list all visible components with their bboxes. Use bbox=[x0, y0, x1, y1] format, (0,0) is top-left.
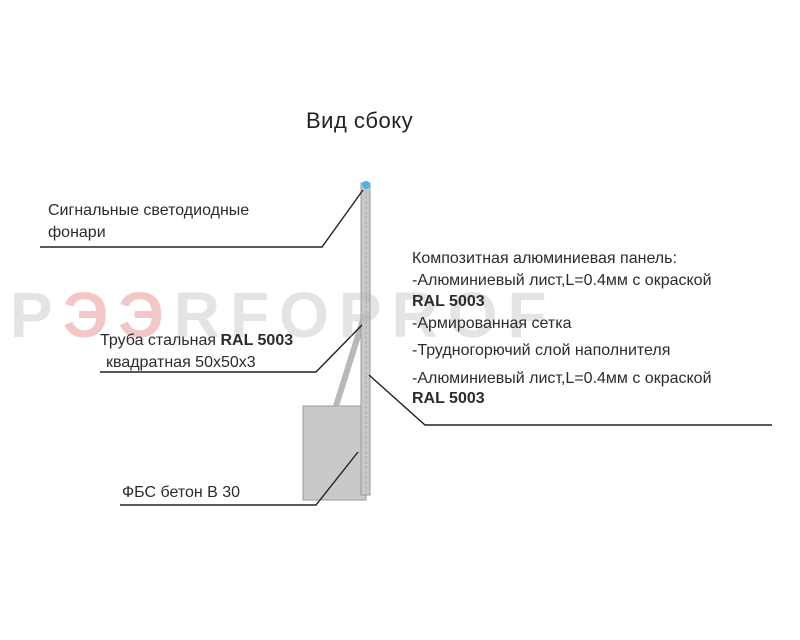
led-label-line1: Сигнальные светодиодные bbox=[48, 202, 250, 219]
led-lamp-icon bbox=[362, 181, 370, 189]
panel-item-1: -Алюминиевый лист,L=0.4мм с окраской bbox=[412, 272, 712, 289]
panel-leader-line bbox=[368, 374, 772, 426]
pipe-leader-line bbox=[100, 324, 363, 373]
led-label-line2: фонари bbox=[48, 224, 106, 241]
panel-item-4: -Алюминиевый лист,L=0.4мм с окраской bbox=[412, 370, 712, 387]
panel-item-3: -Трудногорючий слой наполнителя bbox=[412, 342, 671, 359]
diagram-title: Вид сбоку bbox=[306, 108, 414, 133]
pipe-label-line1: Труба стальная RAL 5003 bbox=[100, 332, 294, 349]
concrete-block bbox=[302, 405, 367, 501]
panel-heading: Композитная алюминиевая панель: bbox=[412, 250, 677, 267]
pipe-label-line2: квадратная 50х50х3 bbox=[106, 354, 256, 371]
concrete-leader-line bbox=[120, 451, 359, 506]
diagonal-brace bbox=[333, 319, 366, 407]
watermark: PЭЭRFOPROF bbox=[10, 279, 557, 351]
panel-item-2: -Армированная сетка bbox=[412, 315, 572, 332]
panel-item-4-ral: RAL 5003 bbox=[412, 390, 485, 407]
led-leader-line bbox=[40, 189, 364, 248]
panel-item-1-ral: RAL 5003 bbox=[412, 293, 485, 310]
concrete-label: ФБС бетон В 30 bbox=[122, 484, 241, 501]
